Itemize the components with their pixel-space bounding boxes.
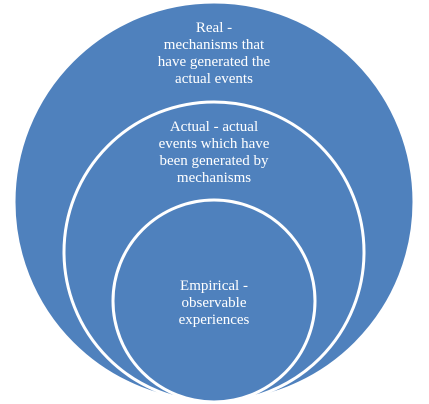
empirical-label-line-2: observable (182, 295, 247, 311)
actual-label-line-4: mechanisms (177, 170, 251, 186)
actual-label-line-2: events which have (159, 136, 270, 152)
real-label-line-2: mechanisms that (164, 37, 265, 53)
actual-label-line-1: Actual - actual (170, 119, 258, 135)
empirical-label-line-1: Empirical - (180, 278, 248, 294)
real-label-line-3: have generated the (158, 54, 271, 70)
real-label-line-4: actual events (175, 71, 253, 87)
inner-circle-empirical (111, 198, 317, 404)
real-label-line-1: Real - (196, 20, 232, 36)
empirical-label-line-3: experiences (179, 312, 250, 328)
actual-label-line-3: been generated by (159, 153, 269, 169)
